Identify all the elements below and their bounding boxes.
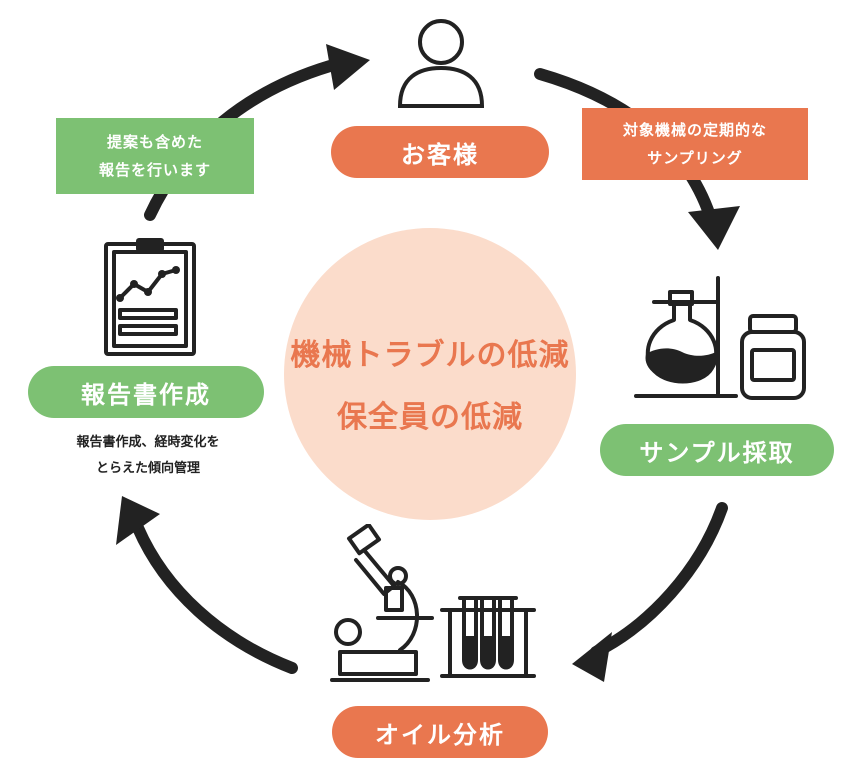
proposal-note-line2: 報告を行います bbox=[98, 161, 211, 179]
report-caption-line1: 報告書作成、経時変化を bbox=[76, 435, 220, 450]
customer-label: お客様 bbox=[331, 126, 549, 178]
arrow-sampling-to-analysis bbox=[590, 502, 728, 658]
report-label: 報告書作成 bbox=[28, 366, 264, 418]
jar-icon bbox=[740, 314, 806, 400]
center-goal-line1: 機械トラブルの低減 bbox=[290, 338, 570, 373]
report-caption-line2: とらえた傾向管理 bbox=[95, 461, 200, 476]
flask-stand-icon bbox=[634, 276, 738, 398]
center-circle bbox=[284, 228, 576, 520]
arrow-analysis-to-report bbox=[132, 522, 298, 674]
periodic-sampling-note-line2: サンプリング bbox=[647, 149, 743, 167]
microscope-icon bbox=[330, 524, 434, 682]
arrowhead-analysis bbox=[572, 632, 612, 682]
periodic-sampling-note: 対象機械の定期的な サンプリング bbox=[582, 108, 808, 180]
arrowhead-customer bbox=[326, 44, 370, 90]
clipboard-chart-icon bbox=[104, 238, 196, 356]
report-caption: 報告書作成、経時変化を とらえた傾向管理 bbox=[10, 430, 286, 482]
periodic-sampling-note-line1: 対象機械の定期的な bbox=[622, 121, 767, 139]
test-tube-rack-icon bbox=[440, 596, 536, 678]
proposal-note: 提案も含めた 報告を行います bbox=[56, 118, 254, 194]
center-goal-line2: 保全員の低減 bbox=[337, 400, 523, 435]
sampling-label: サンプル採取 bbox=[600, 424, 834, 476]
arrowhead-report bbox=[116, 496, 160, 545]
analysis-label: オイル分析 bbox=[332, 706, 548, 758]
proposal-note-line1: 提案も含めた bbox=[106, 133, 203, 151]
person-icon bbox=[397, 19, 485, 108]
arrowhead-sampling bbox=[688, 206, 740, 250]
